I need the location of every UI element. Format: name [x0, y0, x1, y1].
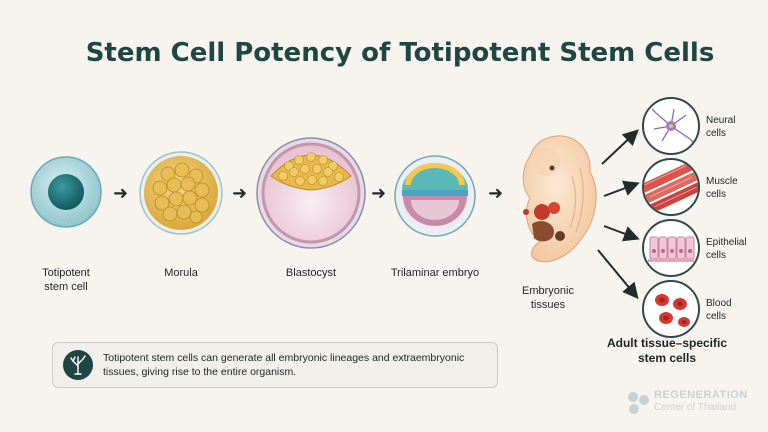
blastocyst-illustration [256, 137, 366, 249]
stage-label-morula: Morula [164, 267, 198, 279]
red-blood-cell-icon [642, 280, 700, 338]
stage-label-trilaminar: Trilaminar embryo [390, 267, 480, 279]
watermark-line2: Center of Thailand [654, 402, 737, 413]
outcome-label-muscle: Muscle cells [706, 176, 738, 200]
stage-label-totipotent: Totipotent stem cell [42, 267, 90, 293]
molecule-icon [628, 392, 649, 414]
arrow-right-icon: ➜ [113, 183, 129, 203]
arrow-right-icon: ➜ [371, 183, 387, 203]
trilaminar-embryo-illustration [394, 155, 476, 237]
info-box: Totipotent stem cells can generate all e… [52, 342, 498, 388]
outcome-label-epithelial: Epithelial cells [706, 237, 747, 261]
morula-illustration [139, 151, 223, 235]
totipotent-cell-illustration [16, 142, 116, 242]
tree-icon [63, 350, 93, 380]
adult-stem-cells-label: Adult tissue–specific stem cells [606, 336, 728, 365]
muscle-fiber-icon [642, 158, 700, 216]
outcome-label-blood: Blood cells [706, 298, 732, 322]
epithelium-icon [642, 219, 700, 277]
stage-label-embryonic-tissues: Embryonic tissues [522, 285, 574, 311]
outcome-label-neural: Neural cells [706, 115, 736, 139]
stage-label-blastocyst: Blastocyst [285, 267, 337, 279]
branch-arrows [597, 129, 640, 300]
neuron-icon [642, 97, 700, 155]
arrow-right-icon: ➜ [232, 183, 248, 203]
diagram-title: Stem Cell Potency of Totipotent Stem Cel… [85, 38, 715, 68]
arrow-right-icon: ➜ [488, 183, 504, 203]
info-text: Totipotent stem cells can generate all e… [103, 352, 465, 378]
embryo-illustration [522, 135, 597, 263]
watermark-line1: REGENERATION [654, 389, 748, 401]
watermark-logo: REGENERATION Center of Thailand [624, 388, 764, 416]
